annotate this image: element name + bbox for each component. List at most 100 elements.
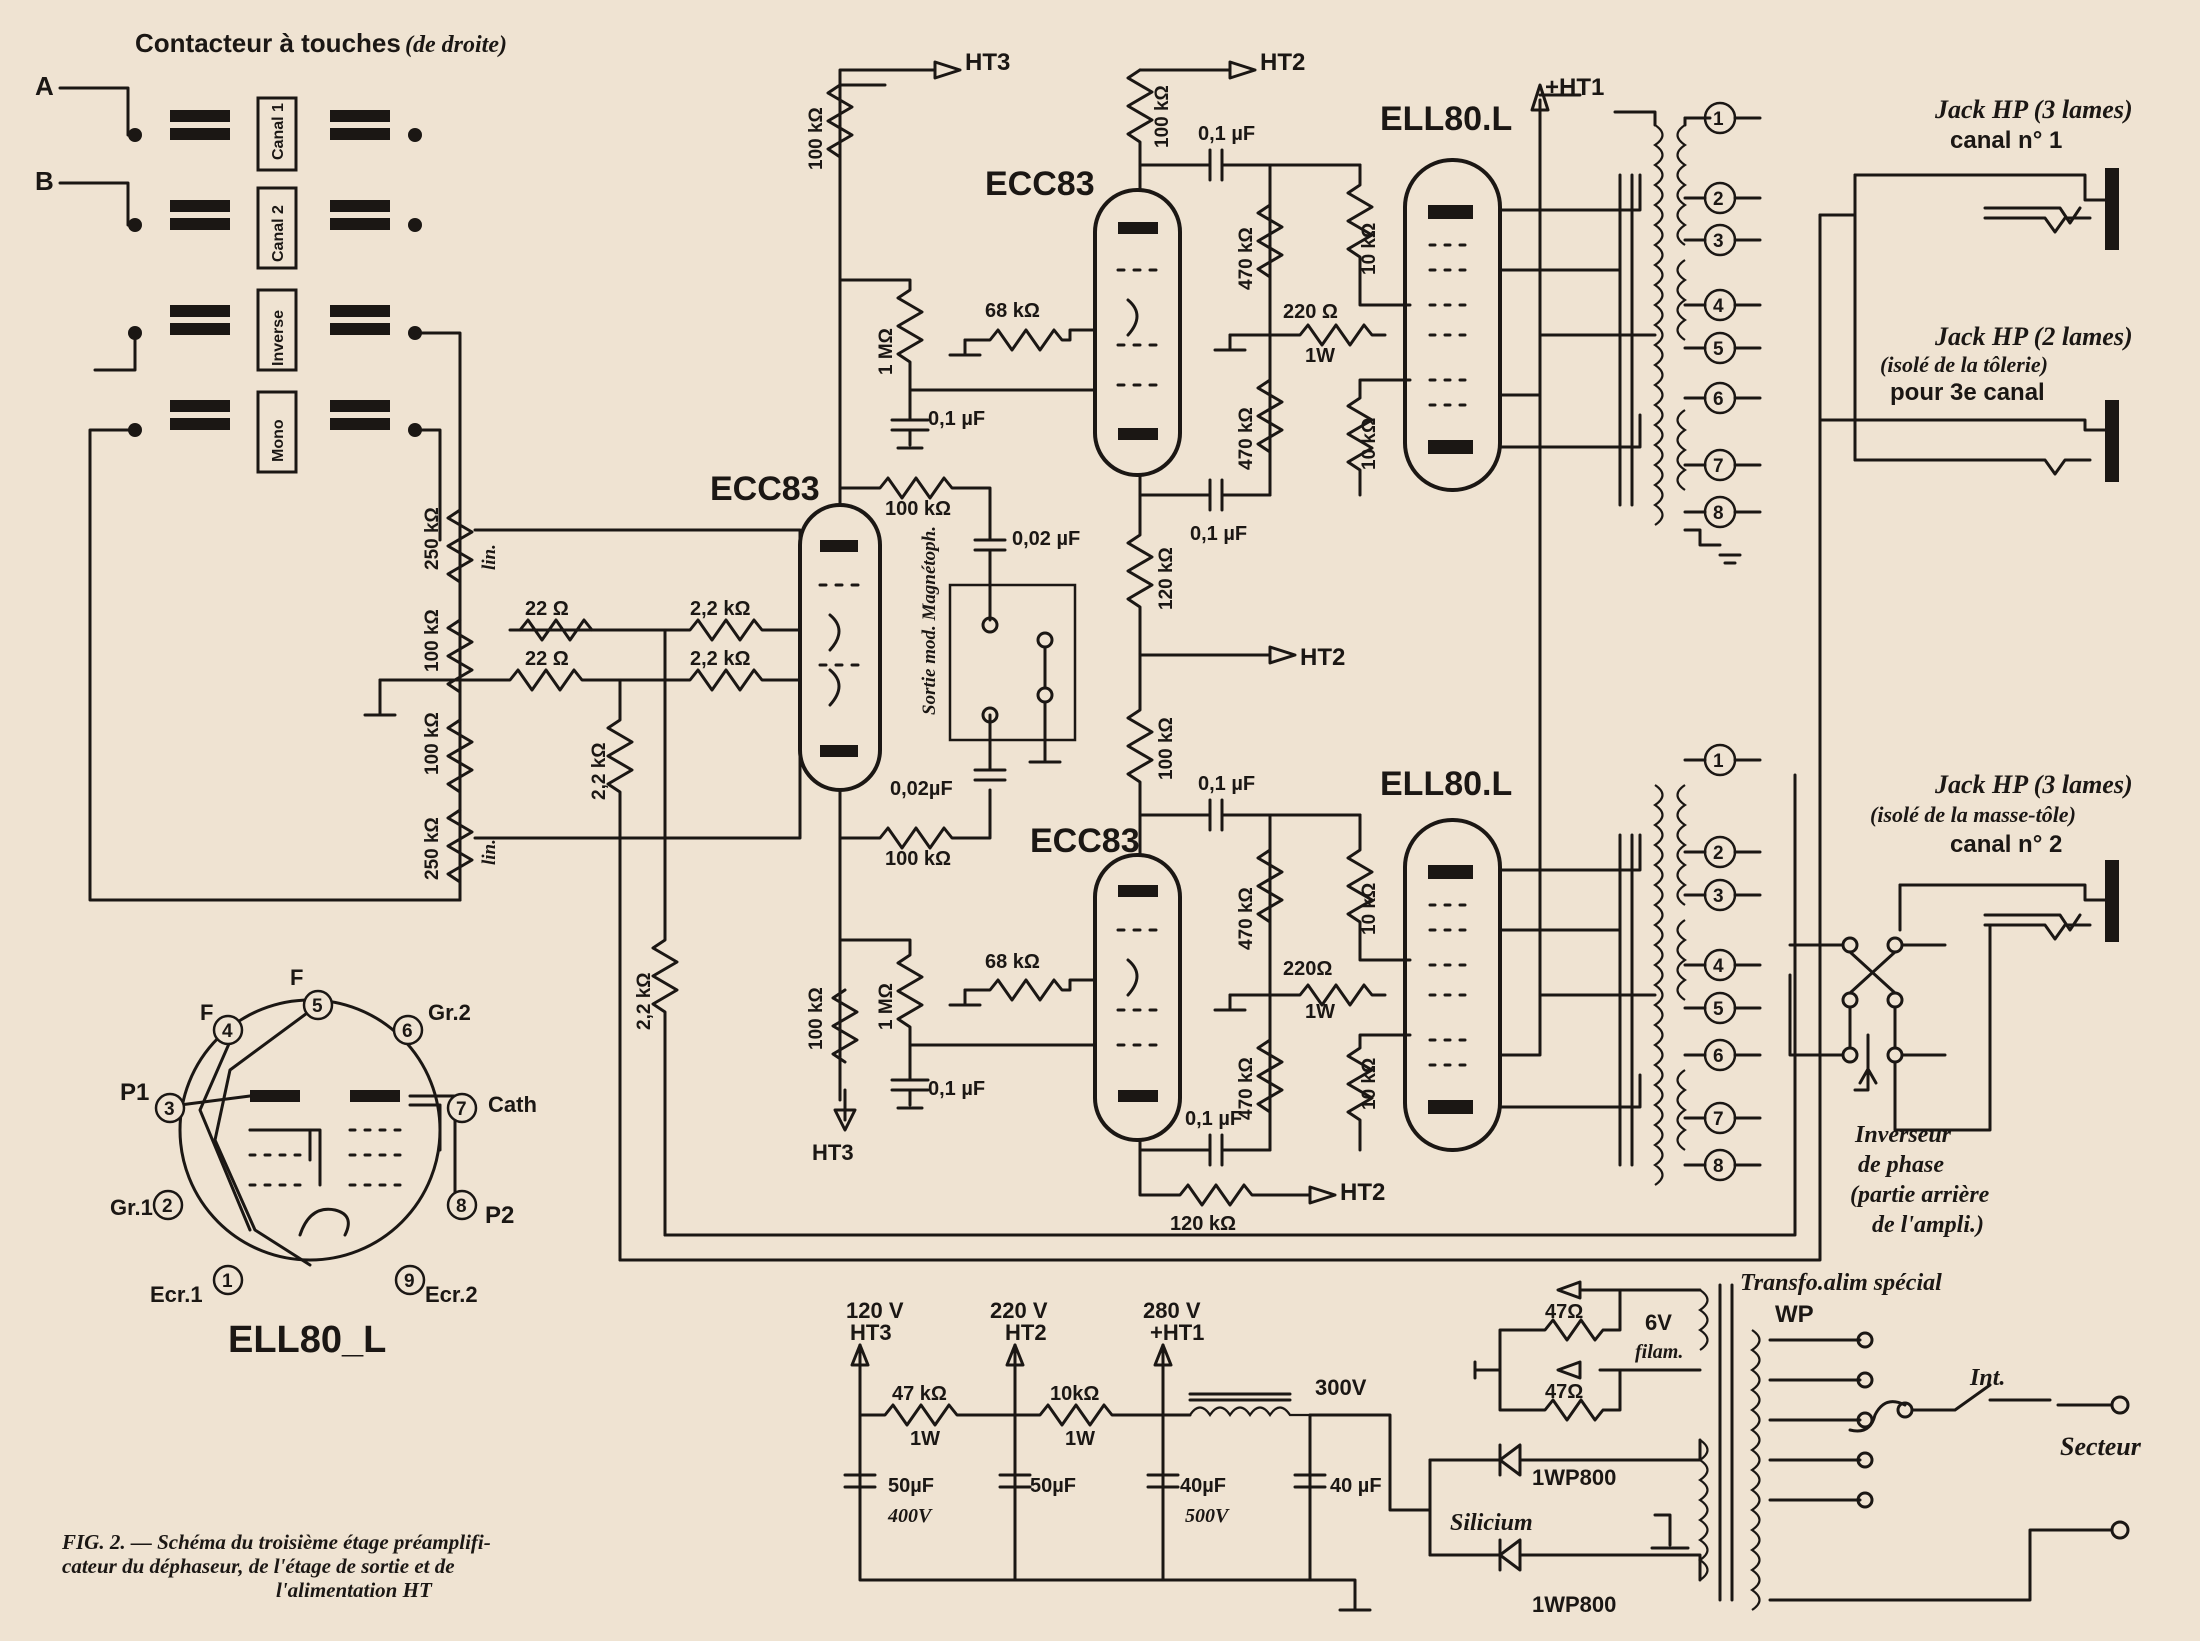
pot-top-law: lin. <box>479 544 500 570</box>
r-2k2-a: 2,2 kΩ <box>690 598 751 620</box>
pin-cath-label: Cath <box>488 1092 537 1117</box>
input-network: 250 kΩ lin. 100 kΩ 100 kΩ 250 kΩ lin. 22… <box>363 468 1822 1262</box>
pin-circle <box>302 989 334 1021</box>
jack3-sub: (isolé de la masse-tôle) <box>1870 802 2076 827</box>
pin-circle <box>446 1092 478 1124</box>
terminal-a: A <box>35 71 54 101</box>
ell80-pinout: F F Gr.2 Cath P1 P2 Gr.1 Ecr.1 Ecr.2 123… <box>110 965 537 1361</box>
tap-number-top-6: 6 <box>1713 389 1724 410</box>
pin-ecr1-label: Ecr.1 <box>150 1282 203 1307</box>
inverseur-4: de l'ampli.) <box>1872 1212 1984 1238</box>
r-22-a: 22 Ω <box>525 598 569 620</box>
pin-number-4: 4 <box>222 1021 233 1042</box>
tap-number-bot-8: 8 <box>1713 1156 1724 1177</box>
pin-number-6: 6 <box>402 1021 413 1042</box>
psu-300: 300V <box>1315 1375 1367 1400</box>
pin-gr2-label: Gr.2 <box>428 1000 471 1025</box>
pin-circle <box>154 1092 186 1124</box>
tap-number-top-3: 3 <box>1713 231 1724 252</box>
coupling-networks: 0,1 µF 0,1 µF 470 kΩ 470 kΩ 220 Ω 1W 10 … <box>1138 123 1412 1167</box>
jack3-plug <box>2105 860 2119 942</box>
r-470k-2: 470 kΩ <box>1236 407 1257 470</box>
pin-number-2: 2 <box>162 1196 173 1217</box>
speaker-jacks: Jack HP (3 lames) canal n° 1 Jack HP (2 … <box>1818 95 2133 942</box>
c-01-grid2: 0,1 µF <box>928 1078 985 1100</box>
psu-r47k-w: 1W <box>910 1428 940 1450</box>
key-canal1: Canal 1 <box>270 103 287 160</box>
tube-ell80-top: ELL80.L <box>1380 100 1657 492</box>
r-68k-top: 68 kΩ <box>985 300 1040 322</box>
ht2-bot-label: HT2 <box>1340 1179 1385 1206</box>
r-100k-fb-bot: 100 kΩ <box>885 848 951 870</box>
r-2k2-d: 2,2 kΩ <box>634 973 655 1031</box>
tap-number-top-7: 7 <box>1713 456 1724 477</box>
r-47-b: 47Ω <box>1545 1381 1583 1403</box>
c-01-bot: 0,1 µF <box>1198 773 1255 795</box>
r-100k-ht3b: 100 kΩ <box>806 987 827 1050</box>
r-100k-ht2: 100 kΩ <box>1152 85 1173 148</box>
tap-number-bot-6: 6 <box>1713 1046 1724 1067</box>
int-label: Int. <box>1969 1365 2005 1391</box>
psu-r10k-w: 1W <box>1065 1428 1095 1450</box>
tap-number-bot-3: 3 <box>1713 886 1724 907</box>
r-1w-bot: 1W <box>1305 1001 1335 1023</box>
tap-number-top-1: 1 <box>1713 109 1724 130</box>
psu-c3: 40µF <box>1180 1475 1226 1497</box>
psu-ht3: HT3 <box>850 1320 892 1345</box>
r-220-top: 220 Ω <box>1283 301 1338 323</box>
jack3-sub2: canal n° 2 <box>1950 831 2062 858</box>
ht3-bottom-label: HT3 <box>812 1140 854 1165</box>
r-100k-b: 100 kΩ <box>422 712 443 775</box>
c-01-grid: 0,1 µF <box>928 408 985 430</box>
tube-ecc83-top: ECC83 <box>985 165 1182 477</box>
r-100k-fb-top: 100 kΩ <box>885 498 951 520</box>
out-bottom-label: ELL80.L <box>1380 765 1512 803</box>
tap-number-bot-2: 2 <box>1713 843 1724 864</box>
key-switch: Contacteur à touches (de droite) A B Can… <box>35 28 507 902</box>
ht3-top-label: HT3 <box>965 49 1010 76</box>
r-120k-bot: 120 kΩ <box>1170 1213 1236 1235</box>
r-470k-1: 470 kΩ <box>1236 227 1257 290</box>
jack3-title: Jack HP (3 lames) <box>1934 770 2133 799</box>
caption-line-2: cateur du déphaseur, de l'étage de sorti… <box>62 1554 455 1578</box>
power-supply: 120 V HT3 220 V HT2 280 V +HT1 47 kΩ 1W … <box>843 1270 2142 1617</box>
pot-top-value: 250 kΩ <box>422 507 443 570</box>
jack2-sub2: pour 3e canal <box>1890 379 2045 406</box>
out-top-label: ELL80.L <box>1380 100 1512 138</box>
c-002-bot: 0,02µF <box>890 778 953 800</box>
pin-circle <box>152 1189 184 1221</box>
tube-bottom-label: ECC83 <box>1030 822 1140 860</box>
r-1m-bot: 1 MΩ <box>876 983 897 1030</box>
caption-line-3: l'alimentation HT <box>276 1578 433 1602</box>
r-1m-top: 1 MΩ <box>876 328 897 375</box>
diode2-label: 1WP800 <box>1532 1592 1616 1617</box>
r-100k-ht3: 100 kΩ <box>806 107 827 170</box>
transfo-label: Transfo.alim spécial <box>1740 1270 1942 1296</box>
diode1-label: 1WP800 <box>1532 1465 1616 1490</box>
caption-line-1: FIG. 2. — Schéma du troisième étage préa… <box>61 1530 491 1554</box>
pin-circle <box>212 1014 244 1046</box>
ht1-label: +HT1 <box>1545 74 1604 101</box>
tap-number-bot-4: 4 <box>1713 956 1724 977</box>
pin-p1-label: P1 <box>120 1079 149 1106</box>
r-100k-a: 100 kΩ <box>422 609 443 672</box>
psu-280: 280 V <box>1143 1298 1201 1323</box>
pot-bottom-value: 250 kΩ <box>422 817 443 880</box>
tube-mid-label: ECC83 <box>710 470 820 508</box>
switch-title-note: (de droite) <box>405 32 507 58</box>
secteur-label: Secteur <box>2060 1432 2142 1461</box>
c-01-top: 0,1 µF <box>1198 123 1255 145</box>
terminal-b: B <box>35 166 54 196</box>
key-mono: Mono <box>270 419 287 462</box>
figure-caption: FIG. 2. — Schéma du troisième étage préa… <box>61 1530 491 1602</box>
r-10k-3: 10 kΩ <box>1359 883 1380 935</box>
pin-number-3: 3 <box>164 1099 175 1120</box>
pot-bottom-law: lin. <box>479 839 500 865</box>
psu-120: 120 V <box>846 1298 904 1323</box>
key-inverse: Inverse <box>270 310 287 366</box>
r-220-bot: 220Ω <box>1283 958 1332 980</box>
